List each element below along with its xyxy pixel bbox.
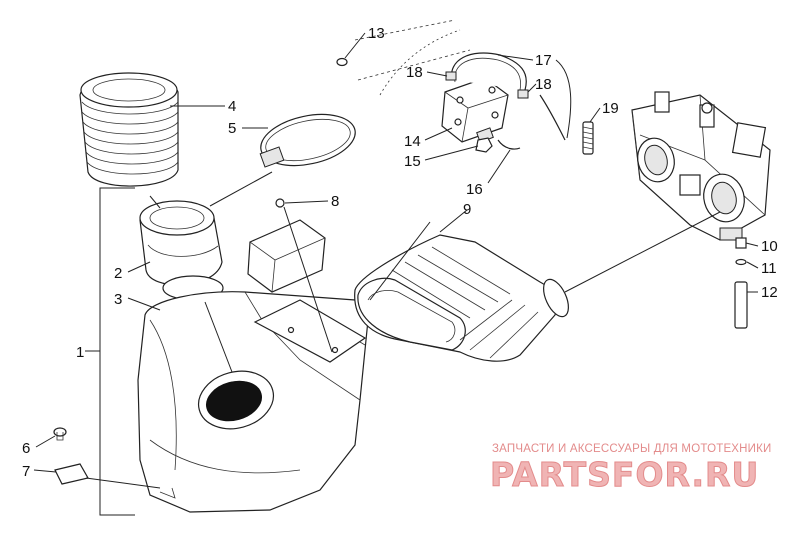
- clamp-11-part: [735, 258, 747, 266]
- housing-bracket-part: [247, 198, 326, 293]
- leader-lines: [33, 32, 759, 516]
- callout-10: 10: [761, 238, 778, 255]
- watermark-tagline: ЗАПЧАСТИ И АКСЕССУАРЫ ДЛЯ МОТОТЕХНИКИ: [492, 443, 772, 455]
- callout-6: 6: [22, 440, 30, 457]
- callout-5: 5: [228, 120, 236, 137]
- callout-1: 1: [76, 344, 84, 361]
- callout-7: 7: [22, 463, 30, 480]
- mounting-clip-part: [54, 463, 89, 485]
- fuel-hose-part: [451, 52, 566, 150]
- watermark-logo: PARTSFOR.RU: [490, 455, 760, 495]
- screw-13-part: [336, 57, 348, 67]
- drain-fitting-part: [735, 237, 747, 249]
- callout-8: 8: [331, 193, 339, 210]
- callout-18-right: 18: [535, 76, 552, 93]
- callout-14: 14: [404, 133, 421, 150]
- spring-part: [582, 121, 594, 155]
- callout-13: 13: [368, 25, 385, 42]
- callout-17: 17: [535, 52, 552, 69]
- callout-19: 19: [602, 100, 619, 117]
- callout-16: 16: [466, 181, 483, 198]
- carburetor-part: [631, 91, 771, 241]
- drain-tube-part: [734, 281, 748, 329]
- intake-duct-part: [354, 234, 569, 362]
- callout-3: 3: [114, 291, 122, 308]
- nut-part: [475, 137, 493, 153]
- airbox-housing-part: [137, 291, 369, 513]
- fuel-pump-part: [441, 77, 509, 143]
- fastener-screw-part: [53, 427, 67, 441]
- callout-11: 11: [761, 260, 777, 277]
- callout-4: 4: [228, 98, 236, 115]
- intake-adapter-part: [139, 200, 224, 301]
- hose-clamp-part: [259, 113, 356, 168]
- callout-9: 9: [463, 201, 471, 218]
- callout-12: 12: [761, 284, 778, 301]
- callout-2: 2: [114, 265, 122, 282]
- bellows-boot-part: [79, 72, 179, 187]
- callout-18-left: 18: [406, 64, 423, 81]
- callout-15: 15: [404, 153, 421, 170]
- callout-labels: 1 2 3 4 5 6 7 8 9 10 11 12 13 14 15 16 1…: [22, 25, 778, 480]
